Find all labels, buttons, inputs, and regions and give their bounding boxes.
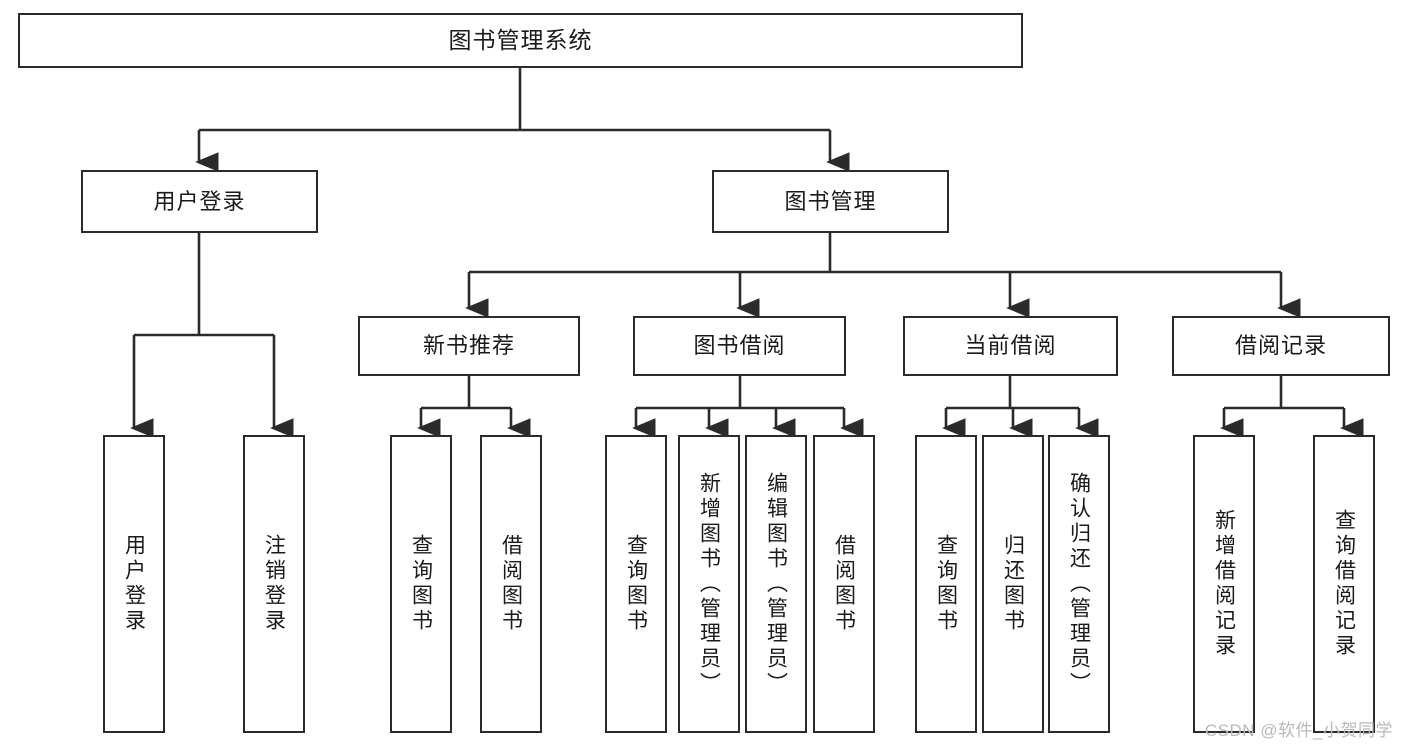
leaf-bb-edit-book-admin[interactable]: 编辑图书（管理员）: [745, 435, 807, 733]
node-label: 图书借阅: [693, 333, 786, 359]
node-label: 图书管理: [784, 188, 877, 214]
node-label: 归还图书: [1001, 534, 1025, 634]
node-label: 确认归还（管理员）: [1067, 471, 1091, 697]
node-borrow-record[interactable]: 借阅记录: [1172, 316, 1390, 376]
watermark-text: CSDN @软件_小贺同学: [1204, 721, 1393, 740]
node-label: 查询借阅记录: [1332, 509, 1356, 659]
leaf-br-query-record[interactable]: 查询借阅记录: [1313, 435, 1375, 733]
leaf-cb-return-book[interactable]: 归还图书: [982, 435, 1044, 733]
node-label: 借阅记录: [1234, 333, 1327, 359]
node-label: 查询图书: [934, 534, 958, 634]
leaf-bb-add-book-admin[interactable]: 新增图书（管理员）: [678, 435, 740, 733]
node-book-borrow[interactable]: 图书借阅: [633, 316, 846, 376]
node-label: 新增借阅记录: [1212, 509, 1236, 659]
node-label: 新增图书（管理员）: [697, 471, 721, 697]
node-label: 图书管理系统: [448, 27, 593, 54]
node-label: 新书推荐: [422, 333, 515, 359]
leaf-bb-borrow-book[interactable]: 借阅图书: [813, 435, 875, 733]
node-label: 当前借阅: [964, 333, 1057, 359]
node-user-login[interactable]: 用户登录: [81, 170, 318, 233]
node-new-book-recommend[interactable]: 新书推荐: [358, 316, 580, 376]
node-label: 借阅图书: [499, 534, 523, 634]
node-label: 查询图书: [624, 534, 648, 634]
node-label: 借阅图书: [832, 534, 856, 634]
node-current-borrow[interactable]: 当前借阅: [903, 316, 1118, 376]
leaf-nb-borrow-book[interactable]: 借阅图书: [480, 435, 542, 733]
node-label: 用户登录: [122, 534, 146, 634]
node-book-management[interactable]: 图书管理: [712, 170, 949, 233]
leaf-logout[interactable]: 注销登录: [243, 435, 305, 733]
leaf-cb-confirm-return-admin[interactable]: 确认归还（管理员）: [1048, 435, 1110, 733]
node-label: 查询图书: [409, 534, 433, 634]
node-root-system[interactable]: 图书管理系统: [18, 13, 1023, 68]
leaf-user-login[interactable]: 用户登录: [103, 435, 165, 733]
leaf-cb-query-book[interactable]: 查询图书: [915, 435, 977, 733]
leaf-nb-query-book[interactable]: 查询图书: [390, 435, 452, 733]
node-label: 注销登录: [262, 534, 286, 634]
leaf-bb-query-book[interactable]: 查询图书: [605, 435, 667, 733]
node-label: 用户登录: [153, 188, 246, 214]
node-label: 编辑图书（管理员）: [764, 471, 788, 697]
leaf-br-add-record[interactable]: 新增借阅记录: [1193, 435, 1255, 733]
